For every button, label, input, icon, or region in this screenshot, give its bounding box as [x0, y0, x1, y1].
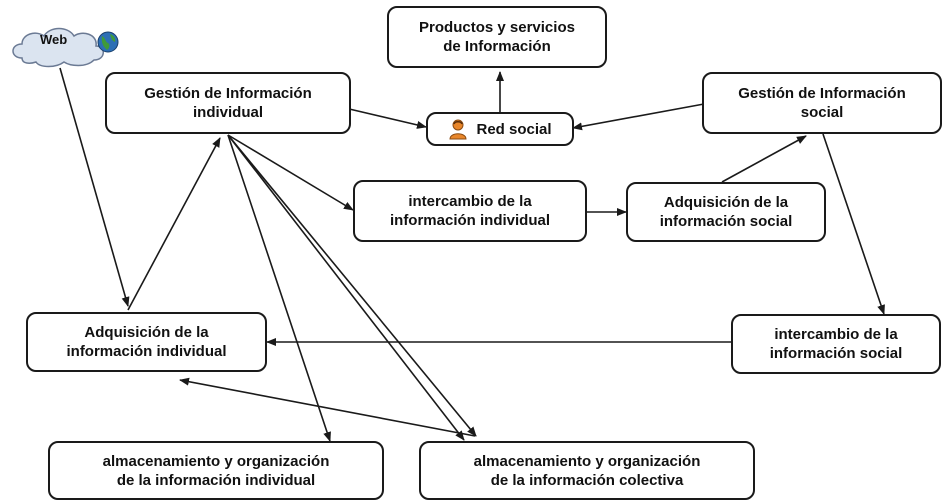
node-red-social-label: Red social [476, 120, 552, 138]
arrow-gestion-to-almacenamiento-colectiva-b [227, 134, 465, 441]
node-intercambio-individual: intercambio de la información individual [353, 180, 587, 242]
arrow-gestion-social-to-red-social [572, 103, 705, 131]
node-adquisicion-individual-line1: Adquisición de la [84, 324, 209, 341]
node-adquisicion-social-line1: Adquisición de la [663, 194, 789, 211]
node-intercambio-individual-line1: intercambio de la [408, 193, 532, 210]
node-productos-servicios: Productos y servicios de Información [387, 6, 607, 68]
node-adquisicion-individual: Adquisición de la información individual [26, 312, 267, 372]
node-gestion-individual-line1: Gestión de Información [144, 85, 312, 102]
node-red-social: Red social [426, 112, 574, 146]
arrow-gestion-to-almacenamiento-individual [227, 134, 331, 442]
node-almacenamiento-colectiva: almacenamiento y organización de la info… [419, 441, 755, 500]
arrow-almacenamiento-colectiva-to-adquisicion [179, 377, 476, 437]
web-label: Web [40, 32, 68, 47]
web-cloud-icon [12, 27, 119, 68]
person-icon [449, 119, 467, 140]
node-adquisicion-social: Adquisición de la información social [626, 182, 826, 242]
arrow-gestion-to-intercambio-individual [227, 134, 354, 211]
node-almacenamiento-individual-line1: almacenamiento y organización [102, 452, 330, 470]
node-gestion-social: Gestión de Información social [702, 72, 942, 134]
node-intercambio-social-line1: intercambio de la [774, 326, 898, 343]
node-intercambio-social: intercambio de la información social [731, 314, 941, 374]
node-adquisicion-social-line2: información social [659, 213, 793, 230]
node-productos-line2: de Información [443, 38, 551, 55]
node-almacenamiento-individual-line2: de la información individual [116, 471, 316, 489]
node-gestion-social-line2: social [800, 104, 844, 121]
node-gestion-social-line1: Gestión de Información [738, 85, 906, 102]
node-almacenamiento-individual: almacenamiento y organización de la info… [48, 441, 384, 500]
node-almacenamiento-colectiva-line2: de la información colectiva [490, 471, 684, 489]
node-intercambio-individual-line2: información individual [389, 212, 550, 229]
arrow-adquisicion-social-to-gestion-social [721, 135, 807, 183]
node-productos-line1: Productos y servicios [419, 19, 575, 36]
node-almacenamiento-colectiva-line1: almacenamiento y organización [473, 452, 701, 470]
arrow-adquisicion-to-gestion-individual [127, 137, 221, 311]
node-gestion-individual: Gestión de Información individual [105, 72, 351, 134]
arrow-gestion-individual-to-red-social [344, 107, 427, 129]
node-gestion-individual-line2: individual [192, 104, 263, 121]
arrow-gestion-to-almacenamiento-colectiva-a [227, 134, 477, 437]
arrow-web-to-adquisicion-individual [59, 67, 130, 307]
arrow-gestion-social-to-intercambio-social [822, 133, 885, 315]
globe-icon [97, 31, 119, 53]
node-adquisicion-individual-line2: información individual [66, 343, 227, 360]
node-intercambio-social-line2: información social [769, 345, 903, 362]
